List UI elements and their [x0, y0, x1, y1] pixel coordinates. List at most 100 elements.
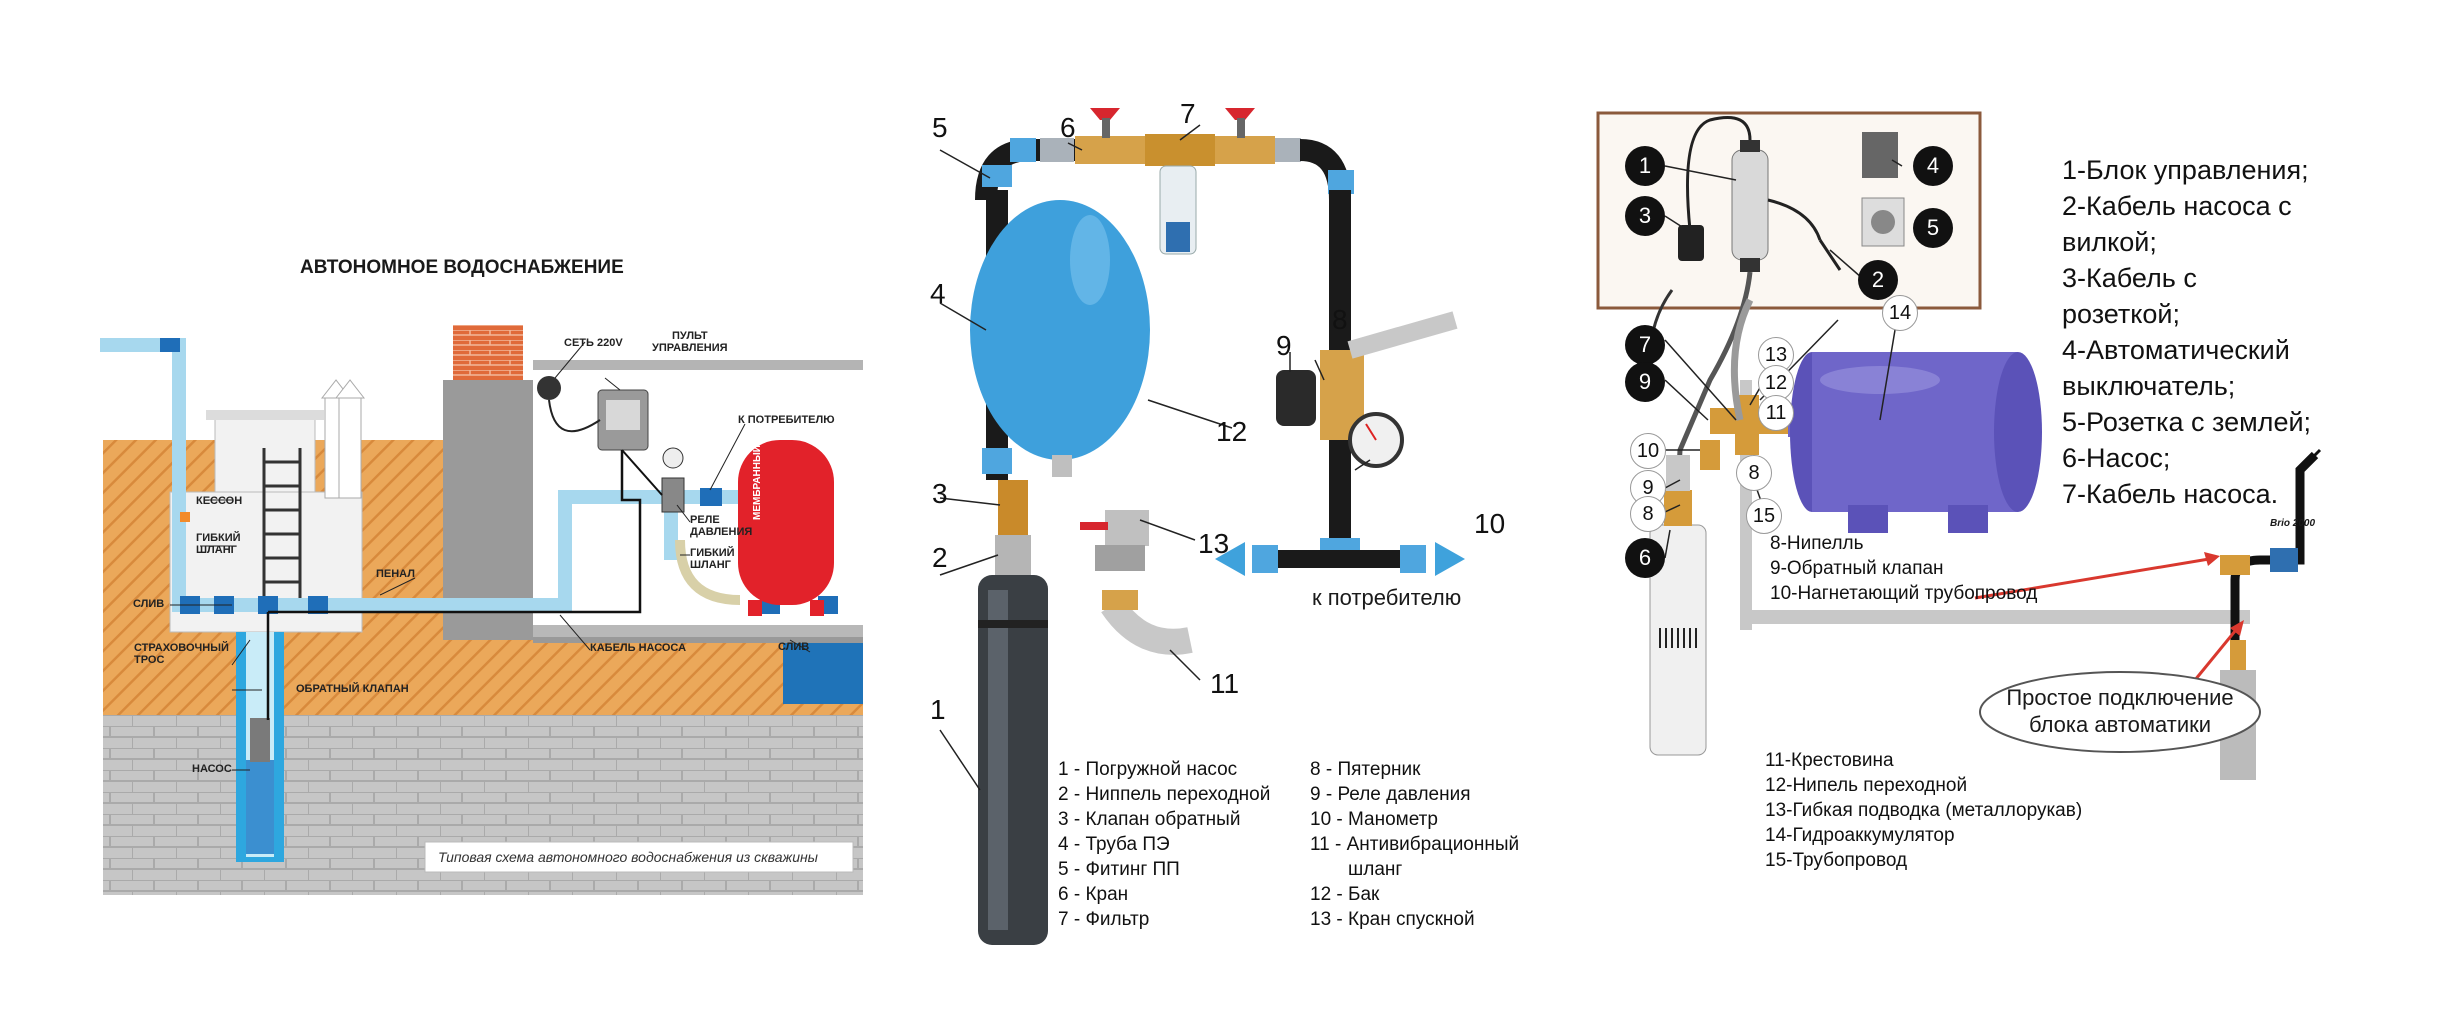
- diagram-caption: Типовая схема автономного водоснабжения …: [438, 849, 818, 865]
- legend-item: 3 - Клапан обратный: [1058, 809, 1241, 830]
- pressure-pipeline: [1740, 610, 2250, 624]
- label-caisson: КЕССОН: [196, 495, 243, 507]
- house-floor: [533, 625, 863, 637]
- diagram-2-graphics: [939, 108, 1465, 945]
- marker-11: 11: [1210, 668, 1240, 699]
- label-to-consumer: к потребителю: [1312, 585, 1462, 610]
- marker-1: 1: [1625, 146, 1665, 186]
- legend-item: 3-Кабель с: [2062, 263, 2197, 293]
- pump-cable: [1673, 271, 1753, 531]
- label-safety-rope: СТРАХОВОЧНЫЙ ТРОС: [134, 642, 229, 666]
- marker-13: 13: [1758, 337, 1794, 373]
- marker-9: 9: [1276, 330, 1292, 361]
- legend-item: 13-Гибкая подводка (металлорукав): [1765, 800, 2083, 821]
- control-unit: [1731, 149, 1769, 261]
- valve-left: [1075, 136, 1145, 164]
- callout-text: Простое подключение блока автоматики: [2006, 685, 2234, 737]
- marker-10: 10: [1630, 433, 1666, 469]
- legend-item: 12 - Бак: [1310, 884, 1380, 905]
- marker-2: 2: [1858, 260, 1898, 300]
- marker-8: 8: [1332, 304, 1348, 335]
- label-control-panel: ПУЛЬТ УПРАВЛЕНИЯ: [652, 330, 728, 354]
- marker-8b: 8: [1736, 455, 1772, 491]
- legend-item: 11 - Антивибрационный: [1310, 834, 1520, 855]
- marker-14: 14: [1882, 295, 1918, 331]
- label-drain-right: СЛИВ: [778, 641, 810, 653]
- membrane-tank: [738, 440, 834, 605]
- diagram-title: АВТОНОМНОЕ ВОДОСНАБЖЕНИЕ: [300, 257, 624, 278]
- adapter-nipple: [995, 535, 1031, 575]
- house-wall: [443, 380, 533, 640]
- marker-12: 12: [1216, 416, 1248, 447]
- label-pressure-relay: РЕЛЕ ДАВЛЕНИЯ: [690, 514, 753, 538]
- legend-item: шланг: [1348, 859, 1403, 880]
- drain-pit: [783, 638, 863, 704]
- meter-brand-label: Brio 2000: [2270, 518, 2316, 529]
- label-flex-hose-1: ГИБКИЙ ШЛАНГ: [196, 532, 241, 556]
- legend-main: 1-Блок управления; 2-Кабель насоса с вил…: [2062, 152, 2311, 512]
- marker-1: 1: [930, 694, 946, 725]
- legend-item: 7 - Фильтр: [1058, 909, 1150, 930]
- legend-right: 8 - Пятерник 9 - Реле давления 10 - Мано…: [1310, 757, 1519, 932]
- pump-connection-diagram: 5 6 7 4 9 8 12 10 3 13 2 11 1 к потребит…: [880, 0, 1580, 1027]
- auto-switch: [1862, 132, 1898, 178]
- pump-cable: [268, 450, 642, 614]
- label-drain-left: СЛИВ: [133, 598, 165, 610]
- label-flex-hose-2: ГИБКИЙ ШЛАНГ: [690, 547, 735, 571]
- marker-9: 9: [1625, 362, 1665, 402]
- legend-item: 11-Крестовина: [1765, 750, 1894, 771]
- legend-item: выключатель;: [2062, 371, 2236, 401]
- legend-mid: 8-Нипелль 9-Обратный клапан 10-Нагнетающ…: [1770, 531, 2037, 606]
- label-pump-cable: КАБЕЛЬ НАСОСА: [590, 642, 687, 654]
- legend-item: 2-Кабель насоса с: [2062, 191, 2292, 221]
- marker-13: 13: [1198, 528, 1230, 559]
- label-penal: ПЕНАЛ: [376, 568, 415, 580]
- marker-2: 2: [932, 542, 948, 573]
- legend-item: 13 - Кран спускной: [1310, 909, 1475, 930]
- marker-7: 7: [1180, 98, 1196, 129]
- marker-6: 6: [1060, 112, 1076, 143]
- label-check-valve: ОБРАТНЫЙ КЛАПАН: [296, 683, 409, 695]
- legend-item: 8-Нипелль: [1770, 533, 1864, 554]
- legend-item: 14-Гидроаккумулятор: [1765, 825, 1955, 846]
- legend-item: вилкой;: [2062, 227, 2157, 257]
- autonomous-water-supply-diagram: АВТОНОМНОЕ ВОДОСНАБЖЕНИЕ СЕТЬ 220V ПУЛЬТ…: [0, 0, 880, 1027]
- marker-3: 3: [1625, 196, 1665, 236]
- label-network: СЕТЬ 220V: [564, 337, 623, 349]
- marker-10: 10: [1474, 508, 1506, 539]
- marker-5: 5: [1913, 208, 1953, 248]
- marker-8: 8: [1630, 496, 1666, 532]
- label-pump: НАСОС: [192, 763, 232, 775]
- drain-valve: [1105, 510, 1149, 546]
- legend-item: 5-Розетка с землей;: [2062, 407, 2312, 437]
- anti-vibration-hose: [1101, 597, 1193, 655]
- pressure-relay: [1276, 370, 1316, 426]
- legend-item: 6 - Кран: [1058, 884, 1129, 905]
- marker-4: 4: [1913, 146, 1953, 186]
- valve-right: [1215, 136, 1275, 164]
- legend-item: 10-Нагнетающий трубопровод: [1770, 583, 2038, 604]
- marker-6: 6: [1625, 538, 1665, 578]
- marker-11: 11: [1758, 395, 1794, 431]
- pump-body: [250, 718, 270, 762]
- legend-item: розеткой;: [2062, 299, 2181, 329]
- legend-left: 1 - Погружной насос 2 - Ниппель переходн…: [1058, 757, 1270, 932]
- diagram-3-graphics: [1596, 111, 2322, 780]
- diagram-1-graphics: [100, 325, 863, 895]
- legend-item: 4 - Труба ПЭ: [1058, 834, 1170, 855]
- legend-item: 7-Кабель насоса.: [2062, 479, 2279, 509]
- legend-item: 9-Обратный клапан: [1770, 558, 1944, 579]
- label-to-consumer: К ПОТРЕБИТЕЛЮ: [738, 414, 835, 426]
- legend-item: 5 - Фитинг ПП: [1058, 859, 1180, 880]
- ladder: [262, 448, 302, 610]
- marker-4: 4: [930, 278, 946, 309]
- marker-3: 3: [932, 478, 948, 509]
- label-membrane-tank: МЕМБРАННЫЙ БАК: [752, 422, 763, 520]
- legend-item: 1-Блок управления;: [2062, 155, 2309, 185]
- legend-item: 4-Автоматический: [2062, 335, 2290, 365]
- legend-item: 9 - Реле давления: [1310, 784, 1471, 805]
- legend-item: 15-Трубопровод: [1765, 850, 1908, 871]
- chimney: [453, 325, 523, 380]
- legend-item: 1 - Погружной насос: [1058, 759, 1238, 780]
- marker-15: 15: [1746, 498, 1782, 534]
